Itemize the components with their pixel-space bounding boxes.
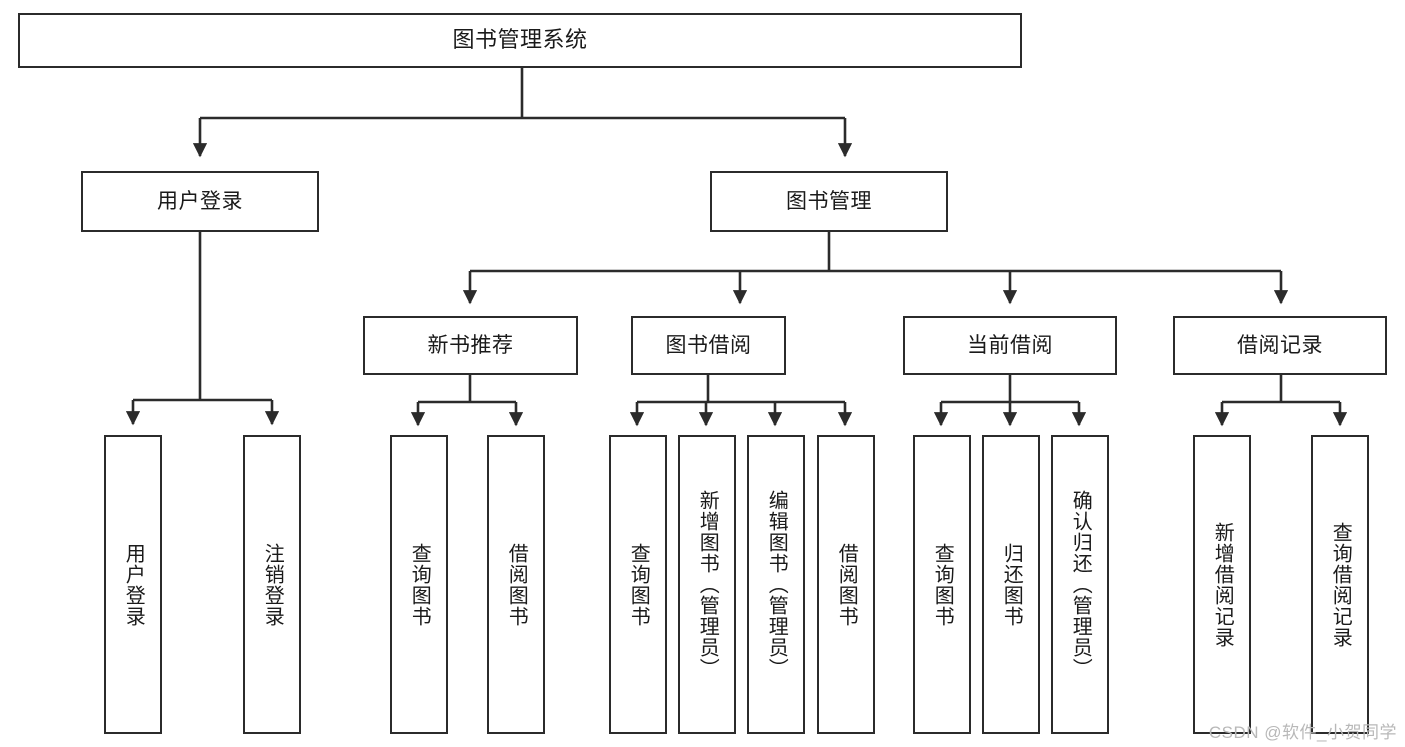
node-root[interactable]: 图书管理系统 [18, 13, 1022, 68]
leaf-label: 归还图书 [1000, 542, 1023, 627]
leaf-borrow-book-recommend[interactable]: 借阅图书 [487, 435, 545, 734]
leaf-label: 编辑图书（管理员） [765, 490, 788, 679]
leaf-label: 新增图书（管理员） [696, 490, 719, 679]
leaf-search-book-borrow[interactable]: 查询图书 [609, 435, 667, 734]
leaf-label: 查询图书 [627, 542, 650, 627]
leaf-user-login[interactable]: 用户登录 [104, 435, 162, 734]
node-user-login[interactable]: 用户登录 [81, 171, 319, 232]
leaf-label: 借阅图书 [505, 542, 528, 627]
leaf-label: 查询图书 [931, 542, 954, 627]
leaf-label: 用户登录 [122, 542, 145, 627]
leaf-logout[interactable]: 注销登录 [243, 435, 301, 734]
leaf-search-book-current[interactable]: 查询图书 [913, 435, 971, 734]
leaf-label: 查询图书 [408, 542, 431, 627]
leaf-return-book[interactable]: 归还图书 [982, 435, 1040, 734]
watermark: CSDN @软件_小贺同学 [1208, 723, 1397, 742]
leaf-label: 新增借阅记录 [1211, 521, 1234, 648]
leaf-label: 确认归还（管理员） [1069, 490, 1092, 679]
leaf-search-book-recommend[interactable]: 查询图书 [390, 435, 448, 734]
leaf-search-borrow-record[interactable]: 查询借阅记录 [1311, 435, 1369, 734]
node-new-book-recommend[interactable]: 新书推荐 [363, 316, 578, 375]
leaf-label: 查询借阅记录 [1329, 521, 1352, 648]
leaf-edit-book-admin[interactable]: 编辑图书（管理员） [747, 435, 805, 734]
node-book-management[interactable]: 图书管理 [710, 171, 948, 232]
leaf-label: 借阅图书 [835, 542, 858, 627]
leaf-borrow-book[interactable]: 借阅图书 [817, 435, 875, 734]
leaf-add-borrow-record[interactable]: 新增借阅记录 [1193, 435, 1251, 734]
node-book-borrow[interactable]: 图书借阅 [631, 316, 786, 375]
leaf-add-book-admin[interactable]: 新增图书（管理员） [678, 435, 736, 734]
node-current-borrow[interactable]: 当前借阅 [903, 316, 1117, 375]
leaf-confirm-return-admin[interactable]: 确认归还（管理员） [1051, 435, 1109, 734]
node-borrow-record[interactable]: 借阅记录 [1173, 316, 1387, 375]
leaf-label: 注销登录 [261, 542, 284, 627]
